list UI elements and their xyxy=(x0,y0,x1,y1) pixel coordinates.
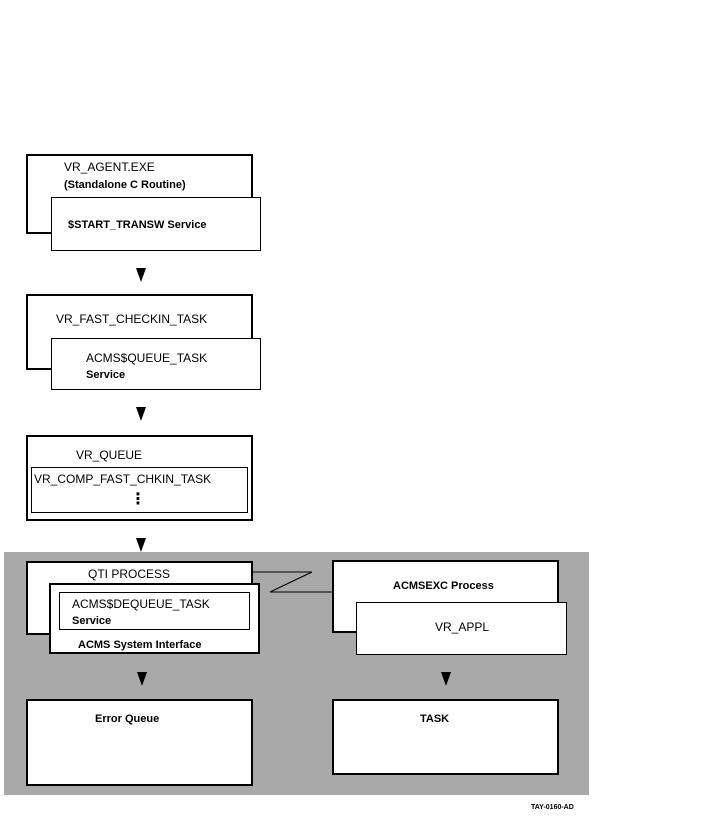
acms-dequeue-task-service-line1: ACMS$DEQUEUE_TASK xyxy=(72,597,210,611)
start-transw-service-box xyxy=(51,197,261,251)
arrow-1-icon xyxy=(136,268,146,282)
vr-fast-checkin-task-title: VR_FAST_CHECKIN_TASK xyxy=(56,312,208,326)
vr-agent-title: VR_AGENT.EXE xyxy=(64,160,155,174)
arrow-5-icon xyxy=(441,672,451,686)
error-queue-title: Error Queue xyxy=(95,713,160,725)
vr-appl-label: VR_APPL xyxy=(435,620,490,634)
acms-queue-task-service-box xyxy=(51,338,261,390)
vr-appl-box xyxy=(356,602,567,655)
figure-id: TAY-0160-AD xyxy=(531,804,574,811)
arrow-2-icon xyxy=(136,407,146,421)
acms-queue-task-service-line1: ACMS$QUEUE_TASK xyxy=(86,351,208,365)
acms-queue-task-service-line2: Service xyxy=(86,369,126,381)
qti-process-title: QTI PROCESS xyxy=(88,567,171,581)
vr-comp-fast-chkin-task-entry xyxy=(31,467,248,513)
arrow-4-icon xyxy=(137,672,147,686)
vr-agent-subtitle: (Standalone C Routine) xyxy=(64,179,186,191)
task-title: TASK xyxy=(420,713,450,725)
vr-queue-title: VR_QUEUE xyxy=(76,448,143,462)
arrow-3-icon xyxy=(136,538,146,552)
acms-dequeue-task-service-box xyxy=(59,592,250,630)
acmsexc-process-title: ACMSEXC Process xyxy=(393,580,494,592)
queue-ellipsis-icon: ⋮ xyxy=(130,491,146,508)
acms-system-interface-label: ACMS System Interface xyxy=(78,639,202,651)
vr-comp-fast-chkin-task-label: VR_COMP_FAST_CHKIN_TASK xyxy=(34,472,212,486)
error-queue-box xyxy=(26,699,253,786)
acms-dequeue-task-service-line2: Service xyxy=(72,615,112,627)
task-box xyxy=(332,699,559,775)
start-transw-service-label: $START_TRANSW Service xyxy=(68,219,207,231)
